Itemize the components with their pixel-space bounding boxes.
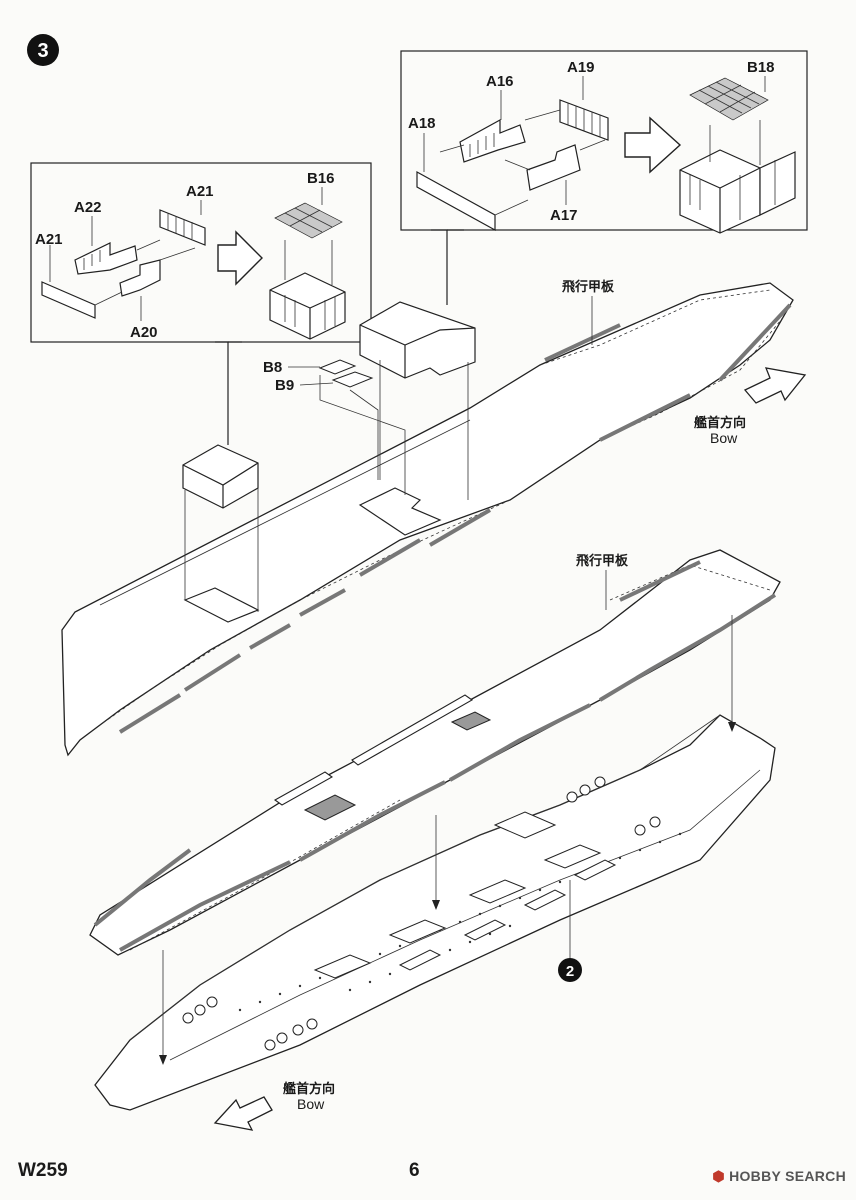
bow-arrow-lower (213, 1096, 273, 1131)
part-a17-drawing (526, 144, 581, 191)
label-a18: A18 (408, 115, 436, 132)
deck-catwalks (99, 289, 792, 734)
part-b18-drawing (689, 77, 769, 165)
upper-bow-en: Bow (710, 430, 738, 446)
label-a21-right: A21 (186, 183, 214, 200)
label-a21-left: A21 (35, 231, 63, 248)
hangar-deck-catwalks (93, 560, 777, 952)
page-number: 6 (409, 1160, 420, 1181)
sub-step-badge: 2 (558, 958, 582, 982)
deck-opening-center (358, 487, 442, 536)
parts-b8-b9: B8 B9 (263, 359, 406, 495)
bow-arrow-upper (743, 367, 807, 404)
lower-bow-jp: 艦首方向 (283, 1081, 335, 1097)
assembled-island-left (269, 272, 346, 340)
label-a16: A16 (486, 73, 514, 90)
label-a22: A22 (74, 199, 102, 216)
part-a20-drawing (119, 259, 161, 297)
watermark-logo-icon: ⬢ (712, 1168, 725, 1184)
label-b9: B9 (275, 377, 294, 394)
lower-bow-en: Bow (297, 1096, 325, 1112)
upper-deck-label-jp: 飛行甲板 (561, 279, 615, 295)
label-a20: A20 (130, 324, 158, 341)
sub-step-number: 2 (566, 963, 574, 980)
lower-deck-hull: 飛行甲板 (89, 549, 781, 1131)
callout-box-right: A18 A16 A19 A17 B18 (400, 50, 808, 305)
assembly-arrow-right (624, 116, 682, 174)
assembly-arrow-left (217, 230, 263, 286)
label-b18: B18 (747, 59, 775, 76)
upper-bow-jp: 艦首方向 (694, 415, 746, 431)
upper-flight-deck: B8 B9 飛行甲板 艦首方向 Bow (61, 279, 807, 757)
part-a16-drawing (459, 118, 526, 163)
label-a17: A17 (550, 207, 578, 224)
watermark-text: SEARCH (785, 1168, 846, 1184)
label-a19: A19 (567, 59, 595, 76)
assembled-island-right (679, 149, 796, 234)
watermark-brand: HOBBY (729, 1168, 781, 1184)
island-right-large (359, 301, 476, 500)
hull-boats (182, 776, 661, 1051)
part-a22-drawing (74, 242, 138, 275)
label-b8: B8 (263, 359, 282, 376)
part-b16-drawing (274, 202, 343, 285)
step-number: 3 (37, 40, 48, 62)
instruction-code: W259 (18, 1160, 68, 1181)
part-a21-right-drawing (159, 209, 206, 246)
part-a21-left-drawing (41, 281, 96, 319)
label-b16: B16 (307, 170, 335, 187)
island-left-small (182, 444, 259, 612)
part-a18-drawing (416, 170, 496, 232)
lower-deck-label-jp: 飛行甲板 (575, 553, 629, 569)
callout-box-left: A21 A22 A21 A20 B16 (30, 162, 372, 445)
watermark: ⬢ HOBBY SEARCH (712, 1168, 846, 1185)
step-badge: 3 (27, 34, 59, 66)
